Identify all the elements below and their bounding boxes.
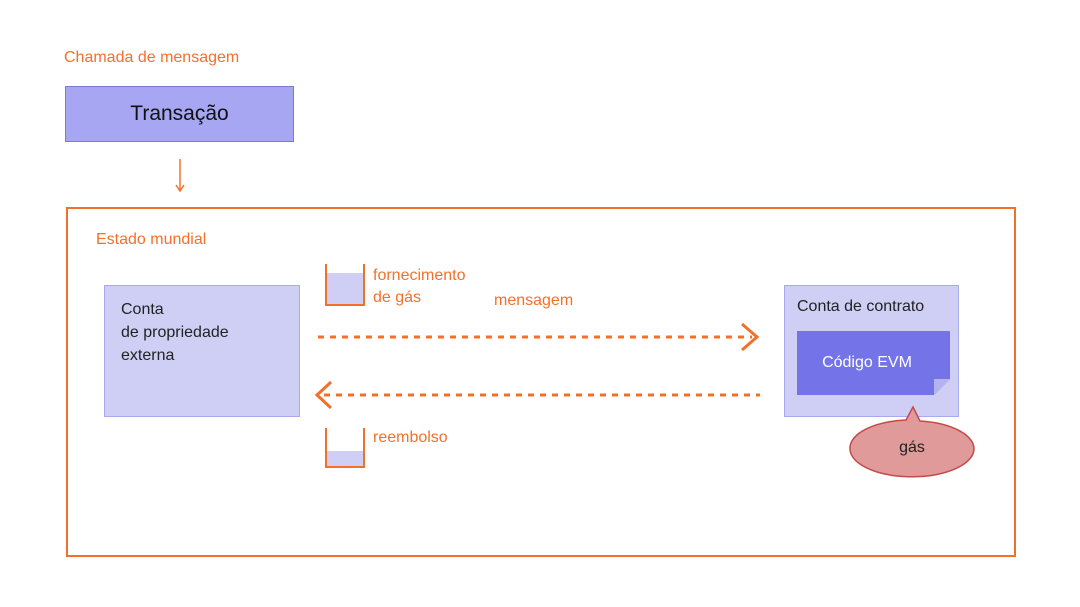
refund-cup-icon [325,428,365,468]
world-state-box [66,207,1016,557]
gas-supply-cup-icon [325,264,365,306]
gas-supply-line: fornecimento [373,267,466,284]
external-account-line: externa [121,347,175,364]
gas-supply-line: de gás [373,289,422,306]
gas-supply-label: fornecimento de gás [373,265,466,309]
transaction-box: Transação [65,86,294,142]
left-arrow-icon [314,380,760,410]
gas-label: gás [899,439,925,456]
refund-label: reembolso [373,429,448,446]
right-arrow-icon [318,322,760,352]
evm-code-box: Código EVM [797,331,950,395]
evm-code-shape [797,331,950,395]
down-arrow-icon [175,159,185,193]
message-label: mensagem [494,292,574,309]
contract-account-box: Conta de contrato Código EVM [784,285,959,417]
external-account-line: de propriedade [121,324,229,341]
world-state-label: Estado mundial [96,231,207,248]
contract-account-label: Conta de contrato [797,298,925,315]
external-account-line: Conta [121,301,164,318]
message-call-label: Chamada de mensagem [64,49,240,66]
transaction-label: Transação [130,102,229,125]
gas-bubble [849,405,975,478]
evm-code-label: Código EVM [822,354,912,371]
external-account-box: Conta de propriedade externa [104,285,300,417]
